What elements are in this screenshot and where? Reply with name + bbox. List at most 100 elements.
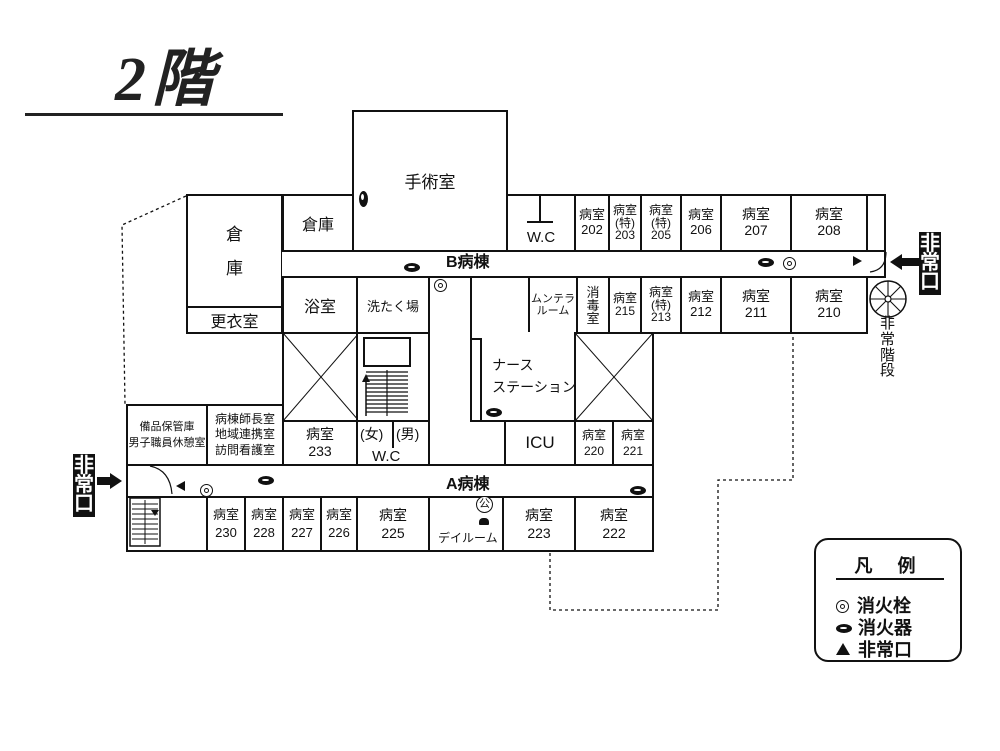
room-bath-label: 浴室 bbox=[303, 299, 336, 316]
wc-b-divider bbox=[539, 196, 541, 222]
room-227-label: 病室 227 bbox=[288, 507, 315, 540]
fire-hydrant-icon bbox=[783, 257, 796, 270]
room-210: 病室 210 bbox=[790, 276, 868, 334]
room-226-label: 病室 226 bbox=[325, 507, 352, 540]
room-226: 病室 226 bbox=[320, 496, 358, 552]
nurse-station-counter bbox=[470, 338, 482, 422]
fire-extinguisher-icon bbox=[486, 408, 502, 417]
room-laundry: 洗たく場 bbox=[356, 276, 430, 334]
room-207: 病室 207 bbox=[720, 194, 792, 252]
room-head-nurse-label: 病棟師長室 地域連携室 訪問看護室 bbox=[214, 411, 275, 457]
room-storage-label: 備品保管庫 男子職員休憩室 bbox=[128, 420, 206, 450]
legend-item-hydrant-label: 消火栓 bbox=[857, 596, 911, 616]
room-223-label: 病室 223 bbox=[525, 506, 553, 541]
room-mental-label: ムンテラ ルーム bbox=[531, 292, 575, 317]
fire-extinguisher-icon bbox=[630, 486, 646, 495]
room-202-label: 病室 202 bbox=[578, 207, 605, 237]
room-230-label: 病室 230 bbox=[212, 507, 239, 540]
wc-b-divider-cap bbox=[527, 221, 553, 223]
exit-arrow-icon bbox=[176, 481, 185, 491]
spiral-staircase-icon bbox=[869, 280, 907, 318]
fire-extinguisher-icon bbox=[836, 624, 852, 633]
fire-extinguisher-icon bbox=[758, 258, 774, 267]
left-exit-arrow-shaft bbox=[97, 477, 111, 485]
room-212-label: 病室 212 bbox=[687, 289, 714, 319]
legend-item-extinguisher-label: 消火器 bbox=[858, 618, 912, 638]
room-208: 病室 208 bbox=[790, 194, 868, 252]
fire-hydrant-icon bbox=[836, 600, 849, 613]
room-head-nurse: 病棟師長室 地域連携室 訪問看護室 bbox=[206, 404, 284, 466]
room-203-label: 病室 (特) 203 bbox=[612, 203, 637, 243]
room-warehouse-left: 倉 庫 bbox=[186, 194, 283, 308]
right-emergency-exit-label: 非 常 口 bbox=[920, 233, 940, 293]
page-title: 2階 bbox=[115, 46, 221, 114]
room-operating-label: 手術室 bbox=[404, 173, 456, 192]
right-exit-arrow-shaft bbox=[898, 258, 920, 266]
room-225: 病室 225 bbox=[356, 496, 430, 552]
room-203: 病室 (特) 203 bbox=[608, 194, 642, 252]
room-nurse-station: ナース ステーション bbox=[470, 332, 576, 422]
room-205: 病室 (特) 205 bbox=[640, 194, 682, 252]
wc-a-label: W.C bbox=[372, 448, 401, 465]
room-icu: ICU bbox=[504, 420, 576, 466]
room-211-label: 病室 211 bbox=[742, 288, 770, 320]
room-227: 病室 227 bbox=[282, 496, 322, 552]
room-laundry-label: 洗たく場 bbox=[366, 298, 419, 314]
exit-triangle-icon bbox=[836, 643, 850, 655]
emergency-stair-label: 非 常 階 段 bbox=[880, 315, 896, 380]
room-locker: 更衣室 bbox=[186, 306, 283, 334]
fire-extinguisher-icon bbox=[258, 476, 274, 485]
left-staircase bbox=[129, 465, 173, 547]
room-202: 病室 202 bbox=[574, 194, 610, 252]
central-staircase bbox=[356, 332, 430, 422]
room-207-label: 病室 207 bbox=[742, 206, 770, 238]
left-exit-arrow-icon bbox=[110, 473, 122, 489]
legend-title: 凡 例 bbox=[854, 556, 926, 576]
room-locker-label: 更衣室 bbox=[210, 314, 259, 331]
room-205-label: 病室 (特) 205 bbox=[648, 203, 673, 243]
void-area-left bbox=[282, 332, 360, 422]
right-exit-door-arc bbox=[869, 251, 887, 273]
room-213: 病室 (特) 213 bbox=[640, 276, 682, 334]
fire-hydrant-icon bbox=[434, 279, 447, 292]
room-operating: 手術室 bbox=[352, 110, 508, 252]
room-206: 病室 206 bbox=[680, 194, 722, 252]
room-220: 病室 220 bbox=[574, 420, 614, 466]
room-230: 病室 230 bbox=[206, 496, 246, 552]
room-211: 病室 211 bbox=[720, 276, 792, 334]
corridor-b-label: B病棟 bbox=[446, 254, 490, 271]
room-storage: 備品保管庫 男子職員休憩室 bbox=[126, 404, 208, 466]
left-emergency-exit-label: 非 常 口 bbox=[74, 455, 94, 515]
legend-item-extinguisher: 消火器 bbox=[836, 614, 912, 640]
room-215-label: 病室 215 bbox=[612, 290, 637, 318]
void-area-right bbox=[574, 332, 654, 422]
fire-extinguisher-icon bbox=[359, 191, 368, 207]
room-222-label: 病室 222 bbox=[600, 506, 628, 541]
room-nurse-upper bbox=[470, 276, 530, 334]
right-exit-arrow-icon bbox=[890, 254, 902, 270]
room-221: 病室 221 bbox=[612, 420, 654, 466]
corridor-b-end-nook bbox=[866, 194, 886, 252]
room-223: 病室 223 bbox=[502, 496, 576, 552]
corridor-a-label: A病棟 bbox=[446, 476, 490, 493]
room-bath: 浴室 bbox=[282, 276, 358, 334]
room-disinfect-label: 消 毒 室 bbox=[586, 284, 600, 326]
legend-underline bbox=[836, 578, 944, 580]
room-221-label: 病室 221 bbox=[620, 427, 645, 458]
right-emergency-exit-sign: 非 常 口 bbox=[919, 232, 941, 295]
room-213-label: 病室 (特) 213 bbox=[648, 285, 673, 325]
room-warehouse-label: 倉庫 bbox=[301, 217, 334, 234]
room-222: 病室 222 bbox=[574, 496, 654, 552]
fire-extinguisher-icon bbox=[404, 263, 420, 272]
room-212: 病室 212 bbox=[680, 276, 722, 334]
exit-arrow-icon bbox=[853, 256, 862, 266]
room-warehouse: 倉庫 bbox=[282, 194, 354, 252]
room-233-label: 病室 233 bbox=[306, 426, 334, 459]
legend-item-exit-label: 非常口 bbox=[858, 640, 912, 660]
legend-item-hydrant: 消火栓 bbox=[836, 592, 911, 618]
room-233: 病室 233 bbox=[282, 420, 358, 466]
public-phone-icon: 公 bbox=[476, 496, 493, 513]
room-208-label: 病室 208 bbox=[815, 206, 843, 238]
room-228-label: 病室 228 bbox=[250, 507, 277, 540]
